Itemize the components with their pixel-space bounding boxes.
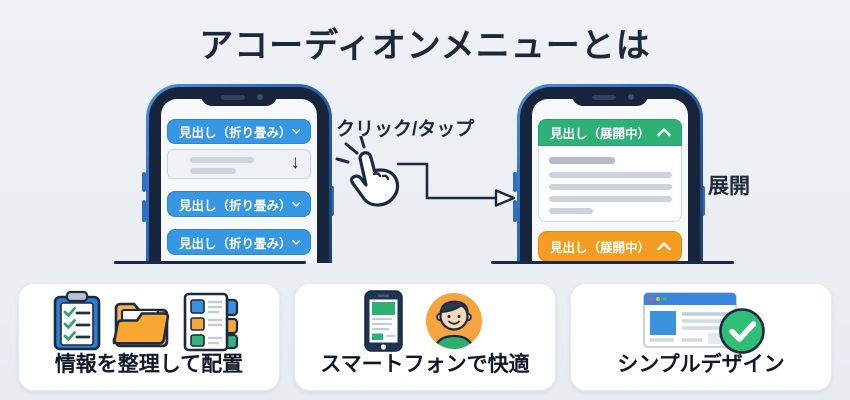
camera-icon (628, 94, 634, 100)
chevron-up-icon (657, 128, 671, 137)
placeholder-line (549, 172, 672, 178)
right-phone-bezel: 見出し（展開中） 見出し（展開中） (520, 87, 700, 263)
speaker-icon (221, 95, 245, 100)
smartphone-comfort-icons (364, 290, 482, 352)
right-phone-power-button (701, 186, 705, 216)
placeholder-line (190, 157, 254, 163)
feature-label: シンプルデザイン (617, 353, 785, 376)
right-ground-line (491, 261, 734, 264)
accordion-header-collapsed-2[interactable]: 見出し（折り畳み） (167, 191, 311, 217)
accordion-header-collapsed-1[interactable]: 見出し（折り畳み） (167, 119, 311, 144)
left-phone-screen: 見出し（折り畳み） ↓ 見出し（折り畳み） (161, 99, 317, 263)
smartphone-icon (364, 290, 403, 352)
chevron-down-icon (291, 239, 300, 245)
expand-down-arrow-icon: ↓ (290, 152, 301, 173)
simple-design-icons (643, 292, 765, 354)
expand-label: 展開 (708, 175, 750, 198)
clipboard-checklist-icon (53, 290, 101, 351)
feature-card-organize: 情報を整理して配置 (18, 283, 280, 391)
person-avatar-icon (426, 293, 482, 349)
accordion-header-label: 見出し（展開中） (550, 241, 651, 255)
accordion-header-label: 見出し（折り畳み） (179, 126, 292, 140)
page-title: アコーディオンメニューとは (199, 27, 651, 65)
feature-card-smartphone: スマートフォンで快適 (294, 283, 556, 391)
left-phone-notch (201, 87, 277, 106)
accordion-header-label: 見出し（折り畳み） (179, 198, 292, 213)
flow-arrow-icon (397, 162, 516, 207)
chevron-up-icon (657, 242, 671, 251)
right-phone-volume-button (513, 172, 517, 192)
placeholder-line (549, 157, 615, 164)
left-phone-volume-button (142, 172, 146, 192)
accordion-header-expanded-1[interactable]: 見出し（展開中） (538, 119, 682, 146)
accordion-header-label: 見出し（折り畳み） (179, 236, 292, 251)
expanded-content-panel (538, 146, 682, 222)
feature-label: スマートフォンで快適 (320, 353, 530, 376)
folder-icon (112, 302, 170, 348)
document-list-icon (183, 292, 239, 352)
left-phone-collapsed: 見出し（折り畳み） ↓ 見出し（折り畳み） (146, 84, 332, 263)
accordion-header-label: 見出し（展開中） (550, 127, 651, 141)
left-phone-bezel: 見出し（折り畳み） ↓ 見出し（折り畳み） (149, 87, 329, 263)
camera-icon (257, 94, 263, 100)
accordion-header-collapsed-3[interactable]: 見出し（折り畳み） (167, 229, 311, 255)
organize-icons (53, 290, 239, 352)
chevron-down-icon (291, 128, 300, 134)
click-tap-label: クリック/タップ (336, 119, 475, 140)
placeholder-line (549, 196, 672, 202)
placeholder-line (549, 184, 672, 190)
placeholder-line (549, 208, 593, 214)
left-ground-line (114, 261, 306, 264)
browser-window-icon (643, 292, 737, 348)
chevron-down-icon (291, 201, 300, 207)
tap-hand-icon (335, 136, 400, 207)
right-phone-notch (572, 87, 648, 106)
placeholder-line (190, 168, 236, 174)
right-phone-screen: 見出し（展開中） 見出し（展開中） (532, 99, 688, 263)
right-phone-volume-button (513, 200, 517, 222)
feature-label: 情報を整理して配置 (54, 353, 244, 376)
right-phone-expanded: 見出し（展開中） 見出し（展開中） (517, 84, 703, 263)
accordion-header-expanded-2[interactable]: 見出し（展開中） (538, 231, 682, 262)
left-phone-volume-button (142, 200, 146, 222)
collapsed-content-panel: ↓ (167, 149, 311, 179)
left-phone-power-button (330, 186, 334, 216)
check-circle-icon (719, 308, 765, 354)
feature-card-simple-design: シンプルデザイン (570, 283, 832, 391)
speaker-icon (592, 95, 616, 100)
